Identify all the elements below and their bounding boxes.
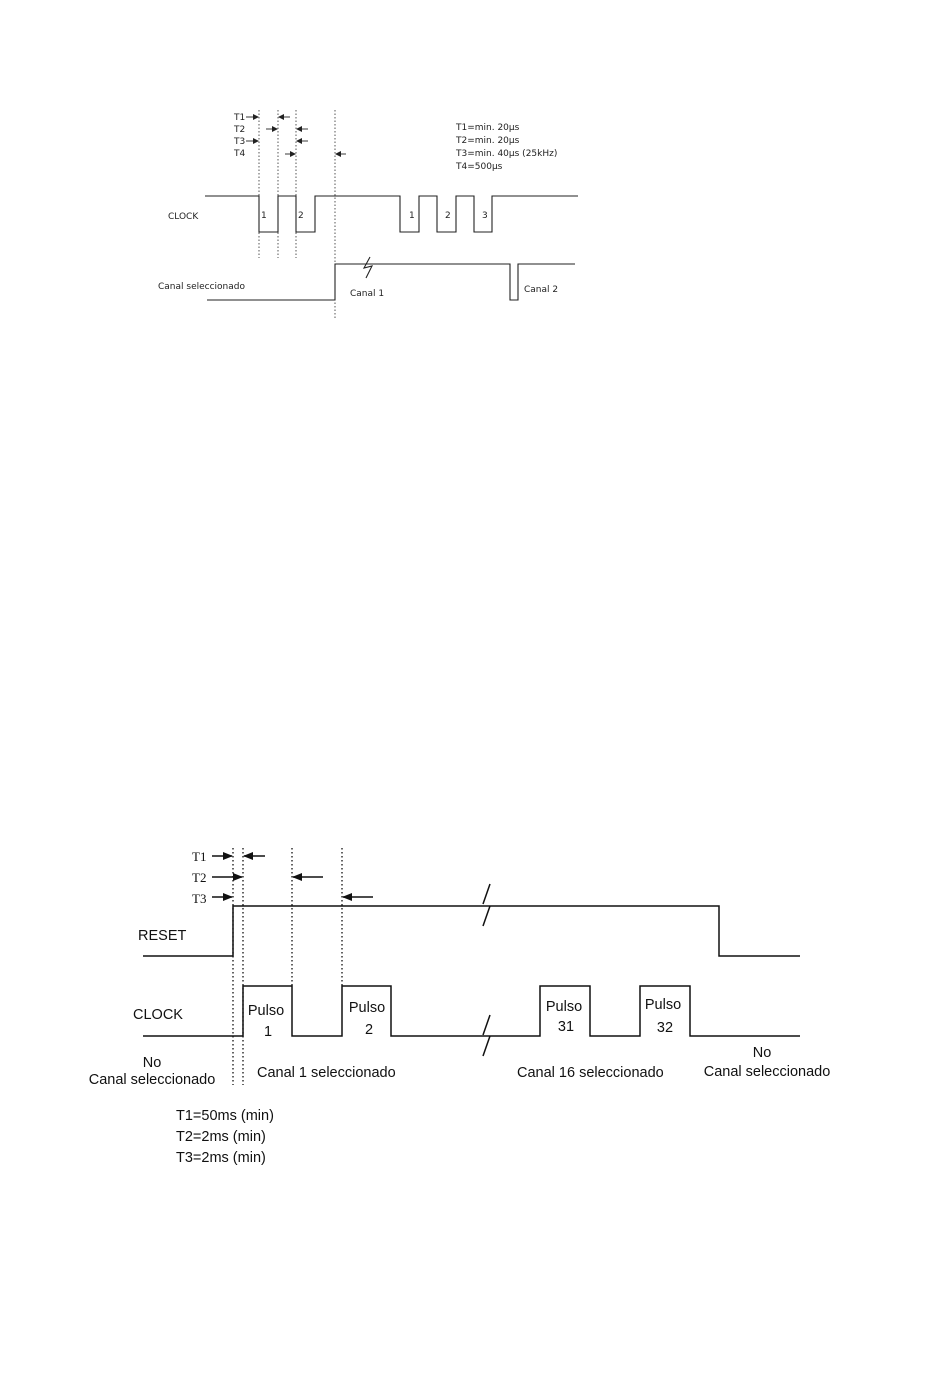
top-channel-label: Canal seleccionado [158, 282, 245, 292]
bottom-state-no-left-line1: No [143, 1055, 162, 1071]
bottom-t3-label: T3 [192, 891, 206, 906]
bottom-clock-break-mark [482, 1014, 491, 1057]
bottom-pulse32-num: 32 [657, 1020, 673, 1036]
top-legend-t2: T2=min. 20µs [455, 136, 520, 146]
top-t4-label: T4 [233, 149, 245, 159]
top-pulse-label-a2: 2 [298, 211, 304, 221]
bottom-pulse2-num: 2 [365, 1022, 373, 1038]
bottom-reset-label: RESET [138, 928, 186, 944]
bottom-pulse1-word: Pulso [248, 1003, 284, 1019]
bottom-pulse31-word: Pulso [546, 999, 582, 1015]
top-t1-label: T1 [233, 113, 245, 123]
bottom-state-canal1: Canal 1 seleccionado [257, 1065, 396, 1081]
top-t2-label: T2 [233, 125, 245, 135]
bottom-state-no-right-line1: No [753, 1045, 772, 1061]
bottom-state-no-left-line2: Canal seleccionado [89, 1072, 216, 1088]
top-legend-t1: T1=min. 20µs [455, 123, 520, 133]
top-canal1-label: Canal 1 [350, 289, 384, 299]
top-pulse-label-a1: 1 [261, 211, 267, 221]
bottom-pulse32-word: Pulso [645, 997, 681, 1013]
bottom-t1-label: T1 [192, 849, 206, 864]
bottom-t2-label: T2 [192, 870, 206, 885]
bottom-timing-diagram: T1 T2 T3 RESET CLOCK Pulso 1 Pulso 2 Pul… [89, 848, 831, 1166]
top-channel-waveform [207, 263, 575, 301]
bottom-legend-t1: T1=50ms (min) [176, 1108, 274, 1124]
bottom-clock-waveform [143, 985, 800, 1037]
top-break-mark [362, 256, 374, 279]
bottom-pulse1-num: 1 [264, 1024, 272, 1040]
top-canal2-label: Canal 2 [524, 285, 558, 295]
bottom-pulse2-word: Pulso [349, 1000, 385, 1016]
bottom-reset-waveform [143, 905, 800, 957]
top-t3-label: T3 [233, 137, 245, 147]
top-clock-waveform [205, 195, 578, 233]
bottom-legend-t3: T3=2ms (min) [176, 1150, 266, 1166]
top-pulse-label-b2: 2 [445, 211, 451, 221]
bottom-state-canal16: Canal 16 seleccionado [517, 1065, 664, 1081]
bottom-pulse31-num: 31 [558, 1019, 574, 1035]
bottom-legend-t2: T2=2ms (min) [176, 1129, 266, 1145]
top-legend-t3: T3=min. 40µs (25kHz) [455, 149, 557, 159]
top-timing-diagram: T1 T2 T3 T4 T1=min. 20µs T2=min. 20µs T3… [158, 110, 578, 318]
top-pulse-label-b3: 3 [482, 211, 488, 221]
top-pulse-label-b1: 1 [409, 211, 415, 221]
top-legend-t4: T4=500µs [455, 162, 503, 172]
top-clock-label: CLOCK [168, 212, 199, 222]
bottom-reset-break-mark [482, 883, 491, 927]
bottom-state-no-right-line2: Canal seleccionado [704, 1064, 831, 1080]
bottom-clock-label: CLOCK [133, 1007, 183, 1023]
